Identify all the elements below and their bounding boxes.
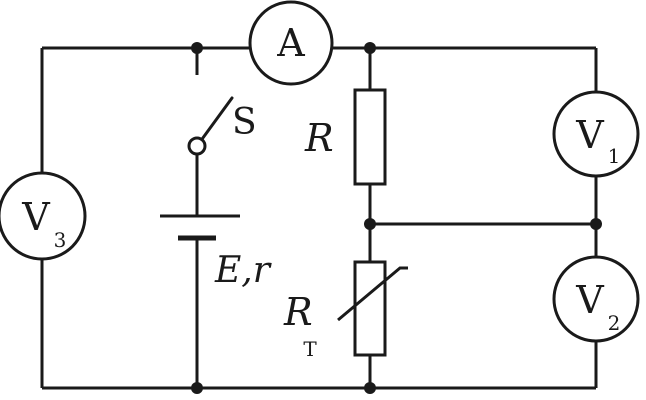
wires — [40, 46, 598, 390]
battery-label: E,r — [214, 250, 272, 291]
voltmeter-v3-label: V — [21, 195, 50, 239]
voltmeter-v3: V 3 — [0, 171, 87, 261]
thermistor-label: R — [283, 290, 313, 334]
junction-dot — [191, 382, 203, 394]
voltmeter-v1-label: V — [575, 113, 604, 157]
junction-dot — [590, 218, 602, 230]
ammeter: A — [248, 0, 334, 86]
resistor-label: R — [304, 116, 334, 160]
junction-dot — [364, 42, 376, 54]
voltmeter-v3-subscript: 3 — [54, 228, 67, 252]
switch-label: S — [232, 102, 257, 143]
battery: E,r — [160, 214, 272, 291]
voltmeter-v1: V 1 — [552, 90, 640, 178]
junction-dot — [191, 42, 203, 54]
thermistor-slash — [337, 266, 408, 322]
voltmeter-v2-circle — [552, 255, 640, 343]
voltmeter-v1-subscript: 1 — [608, 144, 621, 168]
resistor-body — [353, 88, 387, 186]
thermistor-body — [353, 260, 387, 357]
switch-blade — [195, 96, 234, 148]
voltmeter-v2: V 2 — [552, 255, 640, 343]
resistor: R — [304, 88, 387, 186]
thermistor-subscript: T — [303, 337, 317, 361]
junctions — [191, 42, 602, 394]
ammeter-label: A — [276, 21, 305, 65]
junction-dot — [364, 218, 376, 230]
ammeter-circle — [248, 0, 334, 86]
voltmeter-v1-circle — [552, 90, 640, 178]
voltmeter-v3-circle — [0, 171, 87, 261]
switch-contact — [187, 136, 207, 156]
thermistor: R T — [283, 260, 408, 361]
voltmeter-v2-subscript: 2 — [608, 311, 621, 335]
switch: S — [187, 96, 257, 156]
junction-dot — [364, 382, 376, 394]
voltmeter-v2-label: V — [575, 278, 604, 322]
